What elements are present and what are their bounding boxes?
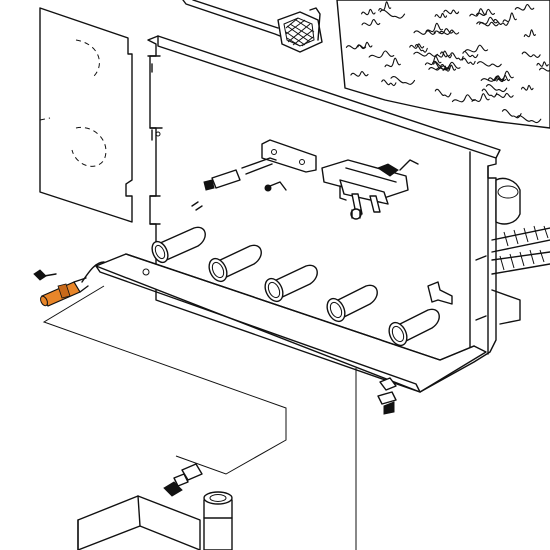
gas-pipe[interactable] (203, 491, 233, 550)
insulation-fiber (487, 75, 504, 82)
insulation-fiber (494, 92, 514, 98)
insulation-fiber (538, 67, 550, 72)
insulation-fiber (476, 61, 502, 68)
insulation-fiber (521, 51, 541, 58)
insulation-fiber (471, 93, 490, 102)
insulation-fiber (379, 9, 406, 19)
insulation-fiber (493, 70, 514, 81)
burner-tube-4[interactable] (324, 284, 378, 324)
burner-tube-3[interactable] (262, 264, 318, 304)
insulation-fiber (425, 22, 443, 33)
insulation-fiber (475, 8, 496, 16)
insulation-fiber (409, 43, 425, 49)
cover-plate[interactable] (39, 7, 133, 223)
insulation-fiber (516, 115, 542, 124)
insulation-fiber (413, 30, 436, 35)
insulation-fiber (357, 41, 373, 49)
pipe-fittings[interactable] (163, 463, 203, 497)
burner-tube-2[interactable] (206, 244, 262, 284)
insulation-fiber (378, 1, 392, 11)
mounting-screws[interactable] (377, 377, 397, 415)
insulation-fiber (381, 79, 397, 87)
insulation-fiber (464, 44, 489, 53)
insulation-fiber (361, 8, 376, 16)
insulation-fiber (501, 109, 522, 119)
insulation-fiber (440, 51, 453, 59)
insulation-texture (345, 1, 550, 124)
support-plane-lines (42, 285, 357, 550)
manifold-stripes (499, 225, 549, 271)
insulation-fiber (390, 76, 416, 85)
insulation-fiber (424, 55, 442, 66)
insulation-fiber (368, 50, 395, 59)
insulation-fiber (434, 12, 448, 19)
insulation-fiber (350, 71, 369, 77)
insulation-fiber (413, 51, 439, 57)
electrode-screw[interactable] (33, 269, 57, 281)
gasket-crosshatch (285, 17, 315, 47)
insulation-fiber (428, 63, 450, 71)
insulation-fiber (462, 51, 479, 59)
insulation-fiber (476, 16, 498, 25)
insulation-block[interactable] (336, 0, 550, 129)
insulation-fiber (432, 60, 451, 69)
pilot-burner-assembly[interactable] (321, 159, 419, 220)
gasket-strip[interactable] (182, 0, 323, 53)
insulation-fiber (469, 8, 487, 17)
burner-tubes (142, 226, 440, 348)
insulation-fiber (493, 18, 509, 26)
insulation-fiber (442, 64, 457, 72)
insulation-fiber (450, 52, 464, 61)
insulation-fiber (461, 57, 476, 65)
insulation-fiber (514, 3, 535, 11)
insulation-fiber (502, 12, 517, 23)
insulation-fiber (361, 18, 381, 26)
insulation-fiber (434, 88, 452, 98)
insulation-fiber (443, 9, 460, 15)
burner-panel[interactable] (95, 35, 501, 393)
insulation-fiber (435, 61, 461, 71)
insulation-fiber (384, 57, 401, 68)
insulation-fiber (485, 84, 508, 93)
insulation-fiber (451, 94, 476, 103)
insulation-fiber (438, 29, 460, 35)
burner-tube-1[interactable] (149, 226, 206, 265)
insulation-fiber (520, 84, 534, 91)
insulation-fiber (481, 88, 498, 98)
mounting-bracket[interactable] (77, 495, 201, 550)
thermocouple-bracket[interactable] (191, 139, 317, 211)
insulation-fiber (345, 44, 367, 50)
ignition-electrode[interactable] (39, 261, 105, 307)
burner-tube-5[interactable] (386, 308, 440, 348)
insulation-fiber (536, 61, 549, 67)
insulation-fiber (523, 29, 536, 38)
gas-manifold[interactable] (491, 177, 550, 325)
